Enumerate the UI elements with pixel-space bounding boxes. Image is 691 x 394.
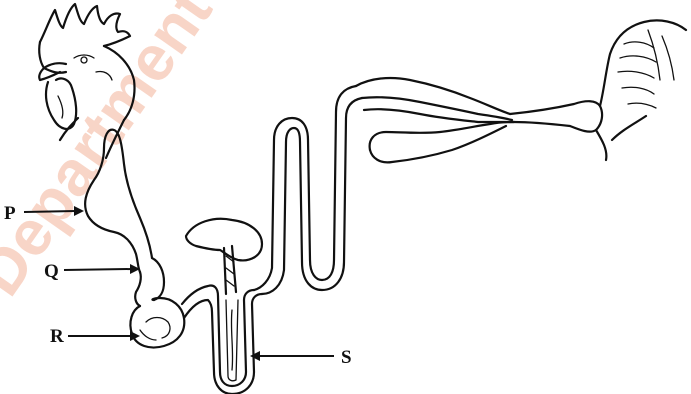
label-p-arrow-line — [24, 211, 76, 212]
label-s-arrowhead — [250, 351, 260, 361]
watermark: Department — [0, 0, 225, 308]
label-s-text: S — [341, 347, 352, 368]
label-p-text: P — [4, 203, 16, 224]
label-q-arrow-line — [64, 269, 132, 270]
watermark-text: Department — [0, 0, 225, 308]
label-r: R — [50, 326, 140, 347]
label-r-text: R — [50, 326, 64, 347]
label-s: S — [250, 347, 352, 368]
label-q: Q — [44, 261, 140, 282]
label-q-text: Q — [44, 261, 59, 282]
